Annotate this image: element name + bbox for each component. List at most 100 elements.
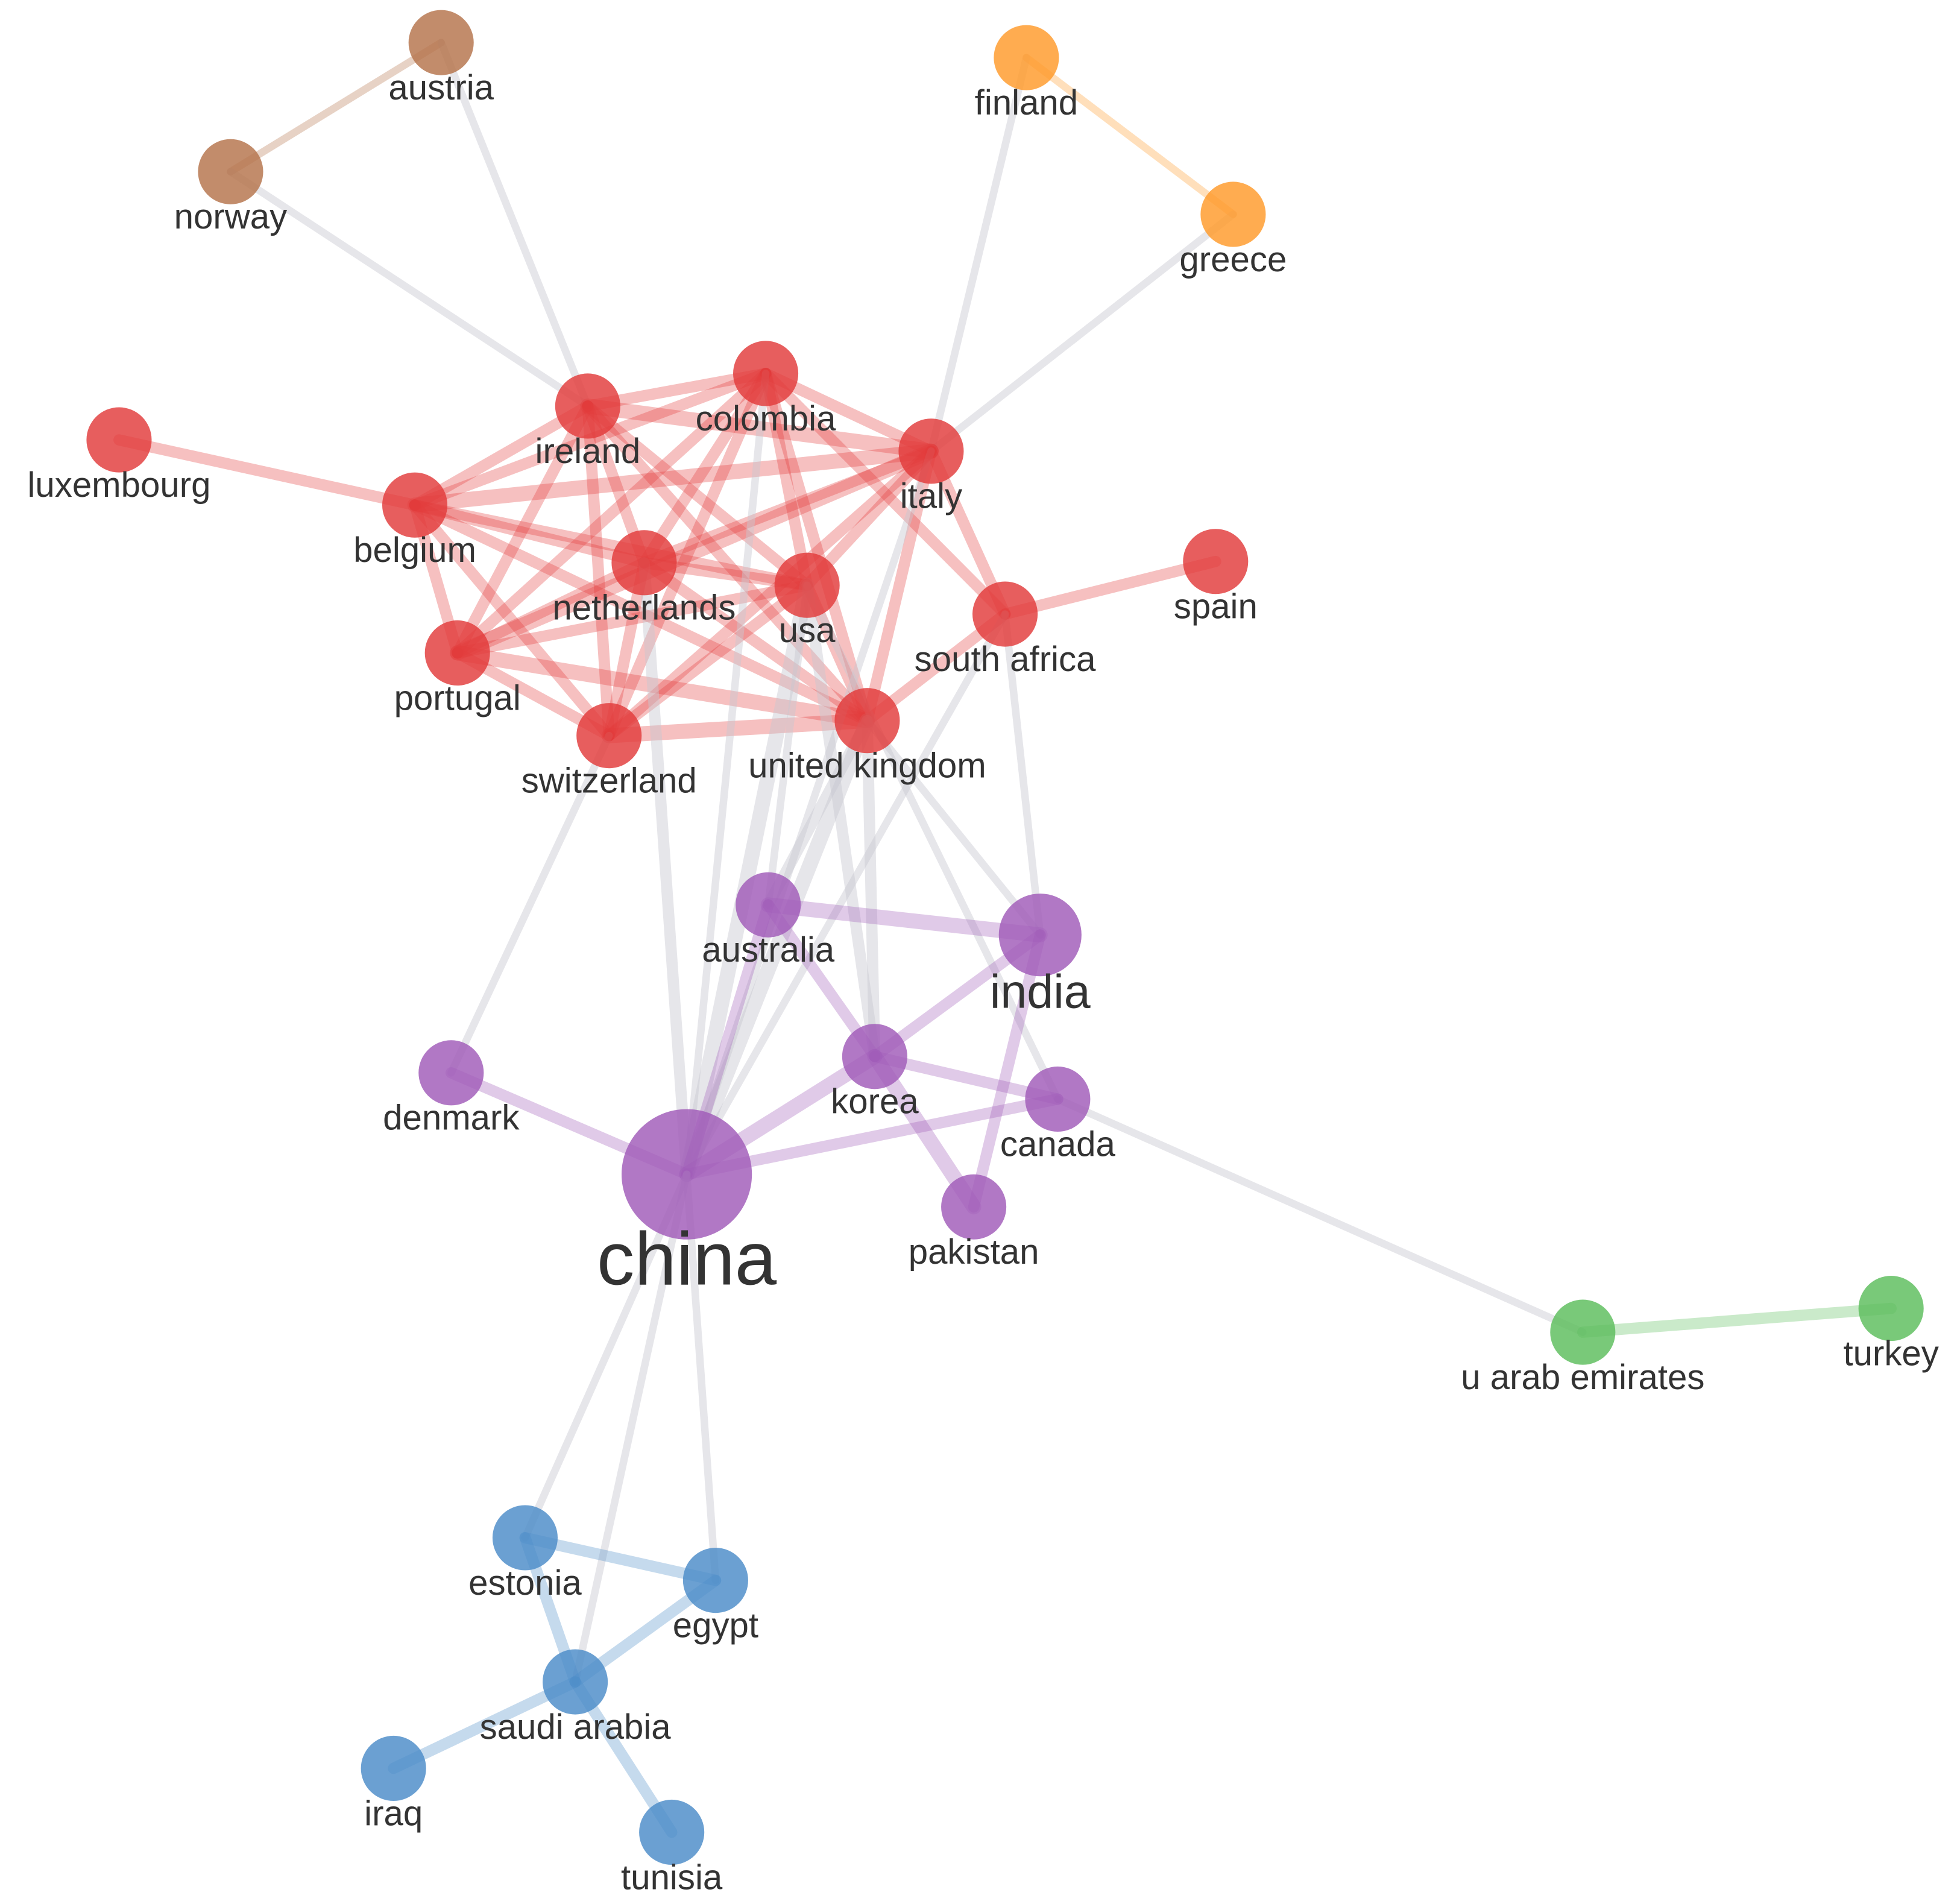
node-luxembourg[interactable] <box>86 407 152 473</box>
edge-colombia-usa <box>760 368 813 591</box>
edge-austria-norway <box>227 39 445 176</box>
label-switzerland: switzerland <box>522 761 697 801</box>
edge-switzerland-united_kingdom <box>601 713 875 743</box>
node-colombia[interactable] <box>733 341 799 406</box>
edge-china-italy <box>682 447 935 1178</box>
edge-colombia-portugal <box>452 368 772 659</box>
edge-belgium-usa <box>409 499 813 591</box>
node-italy[interactable] <box>898 418 964 484</box>
node-united_kingdom[interactable] <box>834 688 900 754</box>
node-saudi_arabia[interactable] <box>543 1649 608 1715</box>
label-united_kingdom: united kingdom <box>748 746 986 786</box>
edge-china-egypt <box>682 1170 720 1584</box>
edge-norway-ireland <box>227 168 592 410</box>
edge-colombia-netherlands <box>638 368 772 569</box>
edge-denmark-switzerland <box>447 731 613 1077</box>
edge-usa-portugal <box>452 579 813 659</box>
edge-ireland-usa <box>582 400 813 591</box>
node-south_africa[interactable] <box>972 581 1038 647</box>
label-usa: usa <box>779 611 836 650</box>
edge-luxembourg-belgium <box>113 434 421 511</box>
label-saudi_arabia: saudi arabia <box>480 1707 672 1747</box>
edge-china-colombia <box>682 370 770 1178</box>
label-australia: australia <box>702 930 835 969</box>
label-spain: spain <box>1174 587 1258 626</box>
label-pakistan: pakistan <box>909 1232 1039 1272</box>
label-tunisia: tunisia <box>621 1858 723 1897</box>
label-austria: austria <box>388 68 494 107</box>
edge-china-usa <box>679 578 815 1182</box>
edge-italy-united_kingdom <box>862 445 937 727</box>
label-egypt: egypt <box>673 1606 758 1645</box>
edge-australia-usa <box>764 581 811 909</box>
edge-china-netherlands <box>638 556 693 1181</box>
edge-portugal-united_kingdom <box>450 645 875 728</box>
node-china[interactable] <box>622 1109 752 1240</box>
node-belgium[interactable] <box>382 472 448 538</box>
label-italy: italy <box>900 477 962 516</box>
edge-belgium-united_kingdom <box>409 499 873 727</box>
label-u_arab_emirates: u arab emirates <box>1461 1358 1704 1397</box>
node-korea[interactable] <box>842 1024 907 1089</box>
node-u_arab_emirates[interactable] <box>1550 1299 1616 1365</box>
edge-italy-portugal <box>450 443 939 661</box>
node-finland[interactable] <box>994 25 1059 90</box>
label-greece: greece <box>1179 240 1287 279</box>
edge-china-united_kingdom <box>679 713 875 1182</box>
node-netherlands[interactable] <box>611 530 677 596</box>
edge-colombia-united_kingdom <box>760 368 873 727</box>
edge-belgium-colombia <box>409 368 772 511</box>
edge-china-south_africa <box>682 610 1009 1178</box>
node-iraq[interactable] <box>361 1735 426 1802</box>
edge-austria-ireland <box>437 39 592 410</box>
edge-belgium-netherlands <box>409 499 650 569</box>
node-ireland[interactable] <box>555 373 620 439</box>
node-canada[interactable] <box>1025 1066 1091 1132</box>
node-switzerland[interactable] <box>576 703 642 769</box>
node-denmark[interactable] <box>418 1040 484 1106</box>
node-austria[interactable] <box>408 10 474 75</box>
label-netherlands: netherlands <box>552 588 736 628</box>
nodes-layer <box>86 10 1924 1865</box>
node-spain[interactable] <box>1183 529 1249 594</box>
label-norway: norway <box>174 197 288 236</box>
edge-australia-united_kingdom <box>762 714 873 911</box>
label-canada: canada <box>1000 1124 1116 1164</box>
node-portugal[interactable] <box>424 620 490 686</box>
label-estonia: estonia <box>468 1563 582 1603</box>
label-denmark: denmark <box>383 1099 520 1138</box>
edge-ireland-switzerland <box>582 400 615 742</box>
label-iraq: iraq <box>364 1794 423 1833</box>
node-turkey[interactable] <box>1858 1276 1924 1342</box>
edge-belgium-italy <box>407 443 939 513</box>
edge-finland-greece <box>1023 54 1237 218</box>
label-ireland: ireland <box>535 432 641 471</box>
node-usa[interactable] <box>774 552 840 618</box>
edge-italy-netherlands <box>638 445 937 569</box>
node-greece[interactable] <box>1200 181 1266 247</box>
label-korea: korea <box>831 1082 919 1121</box>
edge-italy-switzerland <box>603 445 937 742</box>
node-pakistan[interactable] <box>941 1174 1007 1240</box>
node-norway[interactable] <box>198 139 263 204</box>
node-estonia[interactable] <box>492 1505 558 1571</box>
node-tunisia[interactable] <box>639 1799 705 1865</box>
node-australia[interactable] <box>736 872 801 938</box>
edge-korea-usa <box>801 579 881 1062</box>
edge-canada-usa <box>803 581 1062 1103</box>
label-china: china <box>597 1217 777 1301</box>
edge-india-pakistan <box>968 929 1046 1213</box>
edge-india-south_africa <box>1001 610 1044 939</box>
node-egypt[interactable] <box>682 1548 748 1613</box>
edge-korea-united_kingdom <box>862 714 881 1062</box>
label-portugal: portugal <box>394 678 521 717</box>
label-belgium: belgium <box>353 531 476 570</box>
node-india[interactable] <box>998 894 1082 977</box>
edge-ireland-united_kingdom <box>582 400 873 727</box>
label-luxembourg: luxembourg <box>27 465 210 505</box>
edge-ireland-portugal <box>452 400 594 659</box>
edge-ireland-italy <box>580 399 939 459</box>
edge-spain-south_africa <box>999 555 1221 620</box>
label-colombia: colombia <box>696 399 837 438</box>
